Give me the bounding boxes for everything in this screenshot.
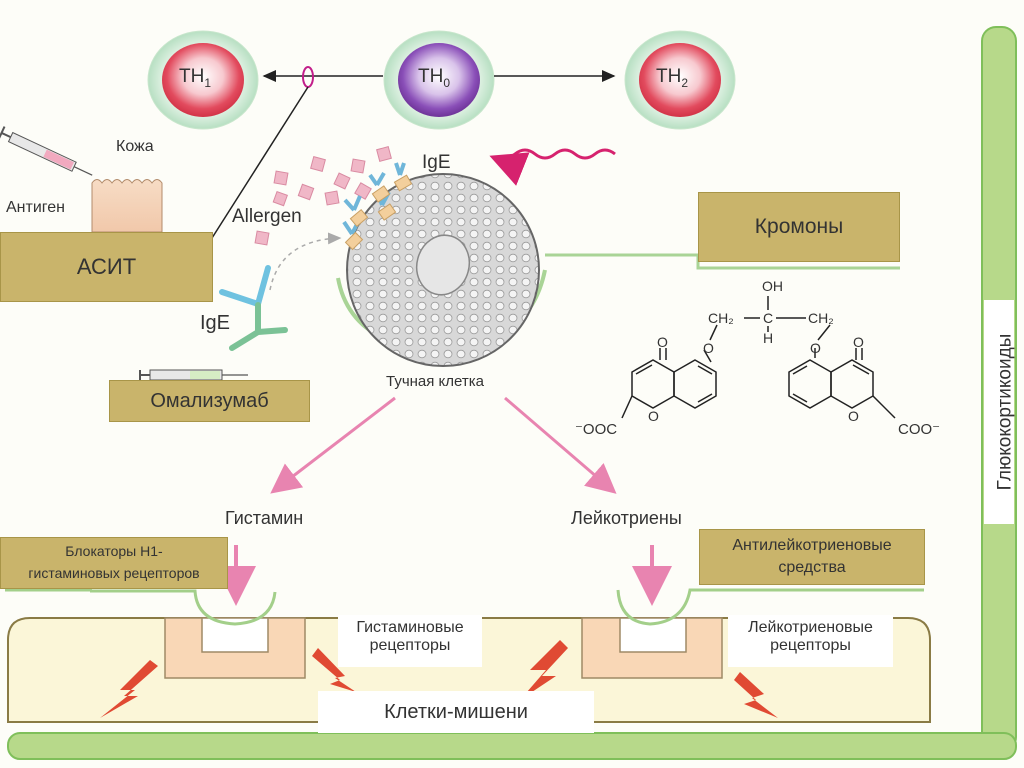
- chem-oh: OH: [762, 278, 783, 294]
- allergen-particle: [310, 156, 326, 172]
- leuk-receptors-line1: Лейкотриеновые: [748, 619, 873, 636]
- allergen-particle: [354, 182, 372, 200]
- chem-h: H: [763, 330, 774, 346]
- lightning-icon: [520, 640, 568, 700]
- chem-coo-right: COO⁻: [898, 421, 941, 438]
- allergen-particle: [333, 172, 351, 190]
- lightning-icon: [312, 648, 356, 692]
- antileuk-line2: средства: [778, 559, 846, 576]
- leuk-receptors-line2: рецепторы: [770, 637, 851, 655]
- cromolyn-structure: [621, 296, 896, 419]
- lightning-icons: [100, 640, 778, 718]
- leukotriene-receptor: [581, 617, 723, 679]
- glucocorticoids-label: Глюкокортикоиды: [985, 300, 1024, 524]
- h1-blockers-line1: Блокаторы Н1-: [65, 543, 163, 560]
- th0-cell: [383, 30, 495, 130]
- allergen-particle: [324, 190, 340, 206]
- cromones-box: Кромоны: [698, 192, 900, 262]
- lightning-icon: [100, 660, 158, 718]
- chem-ch2-right: CH₂: [808, 310, 834, 326]
- histamine-receptors-label: Гистаминовые рецепторы: [338, 615, 482, 667]
- leukotrienes-label: Лейкотриены: [571, 508, 682, 528]
- allergen-particle: [350, 158, 366, 174]
- chem-o: O: [853, 334, 864, 350]
- th2-cell: [624, 30, 736, 130]
- chem-o: O: [648, 408, 659, 424]
- antigen-label: Антиген: [6, 199, 65, 216]
- target-cells-label: Клетки-мишени: [318, 691, 594, 733]
- chem-ch2-left: CH₂: [708, 310, 734, 326]
- skin-label: Кожа: [116, 138, 154, 155]
- allergen-particle: [297, 183, 315, 201]
- histamine-label: Гистамин: [225, 508, 304, 528]
- hist-receptors-line2: рецепторы: [369, 637, 451, 655]
- glucocorticoids-text: Глюкокортикоиды: [994, 333, 1016, 491]
- chem-o: O: [703, 340, 714, 356]
- th0-label: TH0: [418, 66, 451, 90]
- th1-label: TH1: [179, 66, 212, 90]
- antileuk-blocker-cup: [616, 588, 740, 626]
- hist-receptors-line1: Гистаминовые: [356, 619, 464, 636]
- omalizumab-box: Омализумаб: [109, 380, 310, 422]
- mast-cell-label: Тучная клетка: [386, 373, 484, 390]
- h1-blockers-box: Блокаторы Н1- гистаминовых рецепторов: [0, 537, 228, 589]
- asit-block-ring: [302, 66, 314, 88]
- allergen-label: Allergen: [232, 206, 302, 227]
- histamine-release-arrow: [270, 396, 396, 494]
- h1-blockers-line2: гистаминовых рецепторов: [28, 565, 200, 581]
- lightning-icon: [734, 672, 778, 718]
- h1-blocker-cup: [90, 589, 277, 626]
- th2-label: TH2: [656, 66, 689, 90]
- chem-c: C: [763, 310, 774, 326]
- allergen-particle: [254, 230, 270, 246]
- antileukotriene-box: Антилейкотриеновые средства: [699, 529, 925, 585]
- free-ige-antibody: [219, 265, 288, 351]
- histamine-receptor: [164, 617, 306, 679]
- syringe-icon: [139, 369, 248, 381]
- asit-box: АСИТ: [0, 232, 213, 302]
- allergen-particle: [272, 190, 288, 207]
- ige-label-top: IgE: [422, 152, 451, 173]
- chem-coo-left: ⁻OOC: [575, 421, 618, 438]
- leukotriene-release-arrow: [504, 396, 617, 494]
- syringe-icon: [0, 126, 93, 176]
- antileuk-line1: Антилейкотриеновые: [732, 536, 892, 554]
- allergen-particle: [273, 170, 289, 186]
- glucocorticoid-frame: [7, 26, 1017, 760]
- allergen-particles: [254, 146, 392, 246]
- leukotriene-receptors-label: Лейкотриеновые рецепторы: [728, 615, 893, 667]
- mast-cell: [336, 162, 547, 367]
- chem-o: O: [810, 340, 821, 356]
- ige-binding-arrow: [269, 232, 342, 291]
- allergen-particle: [376, 146, 392, 162]
- chem-o: O: [657, 334, 668, 350]
- chem-o: O: [848, 408, 859, 424]
- skin-block: [91, 179, 163, 233]
- ige-signal-arrow: [489, 148, 616, 186]
- ige-label-left: IgE: [200, 312, 231, 334]
- th1-cell: [147, 30, 259, 130]
- asit-pointer-line: [211, 86, 309, 239]
